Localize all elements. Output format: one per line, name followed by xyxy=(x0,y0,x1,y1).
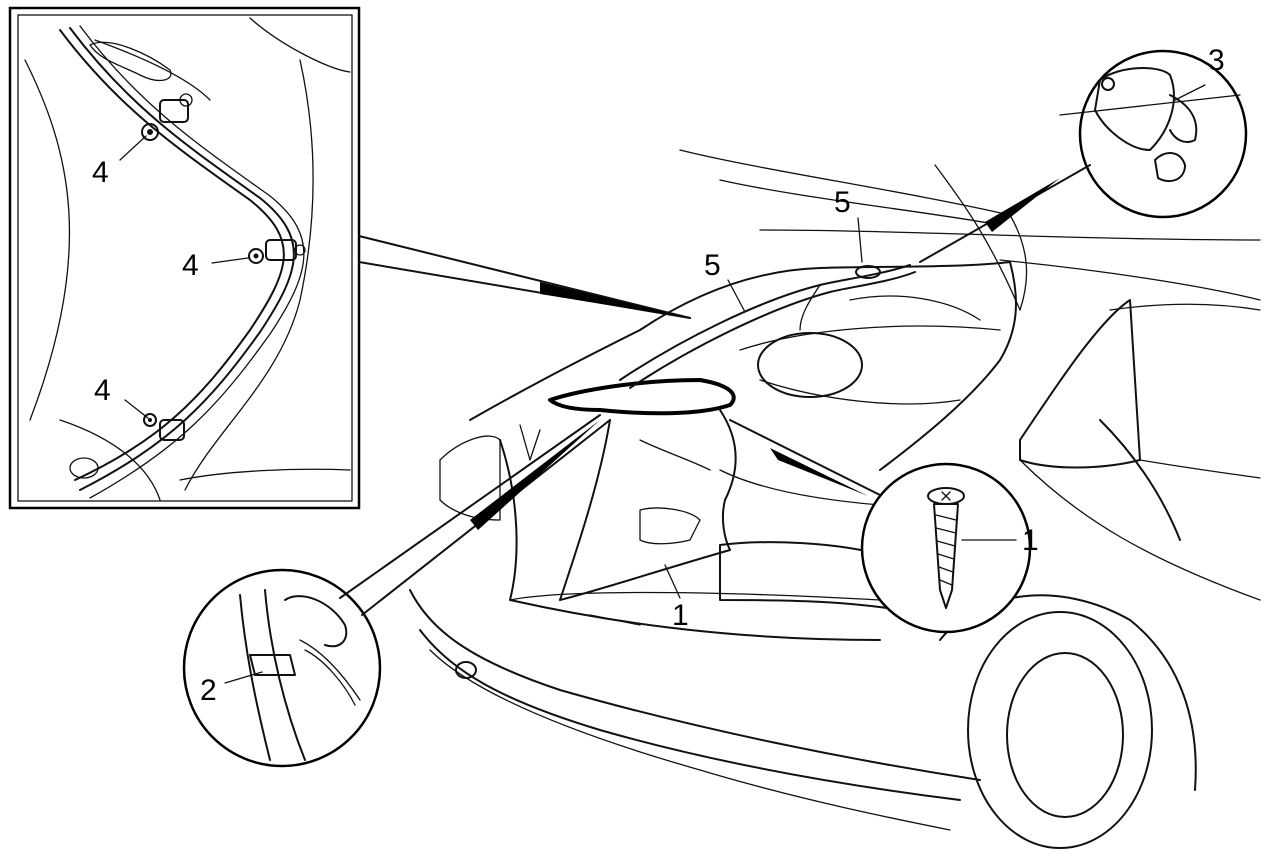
trim-panel-contour xyxy=(639,439,711,471)
screw-detail: 1 xyxy=(860,462,1039,634)
connector-line-clip-b xyxy=(339,414,601,599)
bumper-top xyxy=(409,589,981,781)
leader-4-middle xyxy=(211,257,249,264)
harness-grommet-roof xyxy=(855,265,881,279)
callout-5-right: 5 xyxy=(834,186,851,219)
callout-4-lower: 4 xyxy=(94,374,111,407)
leader-4-upper xyxy=(119,135,147,161)
main-harness-line-b xyxy=(629,271,916,389)
rear-wheel-inner xyxy=(1006,652,1124,818)
leader-5-right xyxy=(857,217,863,263)
rear-seat-top xyxy=(739,325,1001,351)
panel-outline-left xyxy=(24,59,71,421)
harness-drop xyxy=(799,284,821,331)
connector-line-screw xyxy=(729,419,881,496)
wiring-clip-detail: 2 xyxy=(182,568,382,768)
clip-middle xyxy=(248,239,306,264)
side-window-top xyxy=(1109,303,1261,311)
connector-wedge-screw xyxy=(770,448,868,496)
c-pillar xyxy=(1099,419,1181,541)
leader-4-lower xyxy=(124,399,149,419)
detail-circle-screw xyxy=(860,462,1032,634)
rear-seat-bottom xyxy=(759,379,961,405)
quarter-window xyxy=(1019,299,1141,469)
trim-panel-right-edge xyxy=(559,409,737,601)
headrest xyxy=(757,332,863,398)
exhaust-pipe xyxy=(455,661,477,679)
clip-wire-2 xyxy=(304,649,356,706)
boot-floor-edge xyxy=(509,591,881,601)
trim-panel-top-flange xyxy=(548,378,736,416)
panel-edge-bottom xyxy=(179,468,351,481)
leader-1-panel xyxy=(664,564,681,599)
screw-thread xyxy=(935,514,957,586)
seat-back-contour xyxy=(849,295,981,321)
connector-wedge xyxy=(540,282,690,318)
detail-circle-clip xyxy=(182,568,382,768)
trim-panel-left-edge xyxy=(559,419,611,601)
opening-right-edge xyxy=(879,261,1017,471)
bumper-lower-lip xyxy=(429,649,951,831)
lamp-socket xyxy=(1169,94,1198,143)
roof-rail xyxy=(999,259,1261,301)
body-side-crease xyxy=(1019,459,1261,601)
connector-wedge-clip xyxy=(470,420,600,530)
panel-edge-bottom2 xyxy=(59,419,161,501)
side-trim-panel xyxy=(519,378,737,601)
connector-wedge-lamp xyxy=(985,178,1060,232)
car-body xyxy=(409,149,1261,849)
lamp-bulb xyxy=(1154,152,1186,183)
harness-grommet xyxy=(89,41,172,82)
callout-4-middle: 4 xyxy=(182,249,199,282)
connector-line-top xyxy=(358,235,691,319)
harness-detail-inset: 4 4 4 xyxy=(8,6,361,510)
main-harness-line-a xyxy=(619,264,911,381)
callout-5-left: 5 xyxy=(704,249,721,282)
clip-upper xyxy=(141,93,193,141)
harness-end-cap xyxy=(69,457,99,479)
boot-left-wall xyxy=(499,439,881,641)
clip-plug xyxy=(284,595,348,648)
inset-inner-frame xyxy=(17,14,353,502)
callout-1-panel: 1 xyxy=(672,599,689,632)
opening-top-edge xyxy=(639,261,1011,331)
boot-right-wall xyxy=(719,469,881,506)
leader-2 xyxy=(224,671,263,684)
boot-latch xyxy=(589,614,641,626)
rear-wheel-outer xyxy=(967,611,1153,849)
callout-2: 2 xyxy=(200,674,217,707)
panel-outline-right xyxy=(184,59,314,491)
main-harness xyxy=(619,264,916,389)
taillight-left xyxy=(439,435,501,521)
wiring-plug-left xyxy=(519,424,541,461)
opening-left-edge xyxy=(469,329,641,421)
inset-connector xyxy=(358,235,691,319)
lamp-housing xyxy=(1094,67,1175,151)
tailgate-glass-inner xyxy=(719,179,1001,226)
side-window-bottom xyxy=(1139,459,1261,479)
panel-edge-top2 xyxy=(94,39,211,101)
leader-3 xyxy=(1174,84,1206,101)
panel-edge-top xyxy=(249,17,351,73)
screw-drive xyxy=(941,491,951,501)
lamp-screw xyxy=(1101,77,1115,91)
clip-body xyxy=(249,654,296,676)
tailgate-glass-outer xyxy=(679,149,1028,311)
callout-4-upper: 4 xyxy=(92,156,109,189)
callout-1-screw: 1 xyxy=(1022,524,1039,557)
lamp-edge-line xyxy=(1059,94,1241,116)
clip-harness-b xyxy=(264,589,306,761)
trim-panel-recess xyxy=(639,507,701,545)
clip-lower xyxy=(143,413,185,441)
roof-line xyxy=(759,229,1261,241)
screw-shank xyxy=(933,503,959,609)
leader-5-left xyxy=(727,279,746,313)
tailgate-strut xyxy=(934,164,1021,311)
lamp-holder-detail: 3 xyxy=(1059,44,1248,219)
bumper-bottom xyxy=(419,629,961,801)
clip-wire-1 xyxy=(299,639,361,701)
callout-3: 3 xyxy=(1208,44,1225,77)
